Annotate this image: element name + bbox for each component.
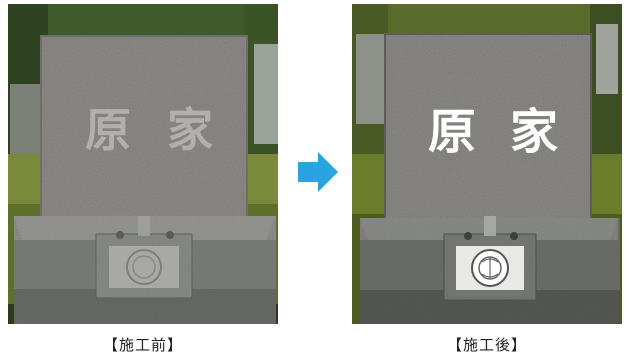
photo-before: 原 家 [8, 4, 278, 324]
inscription-char-1: 原 [428, 104, 476, 160]
arrow-right-icon [298, 152, 338, 192]
inscription-char-2: 家 [167, 103, 213, 157]
gravestone-before-image: 原 家 [8, 4, 278, 324]
gravestone-after-image: 原 家 [352, 4, 622, 324]
inscription-char-1: 原 [85, 103, 131, 157]
photo-after: 原 家 [352, 4, 622, 324]
caption-after: 【施工後】 [446, 336, 527, 354]
caption-before: 【施工前】 [102, 336, 183, 354]
inscription-char-2: 家 [510, 104, 558, 160]
